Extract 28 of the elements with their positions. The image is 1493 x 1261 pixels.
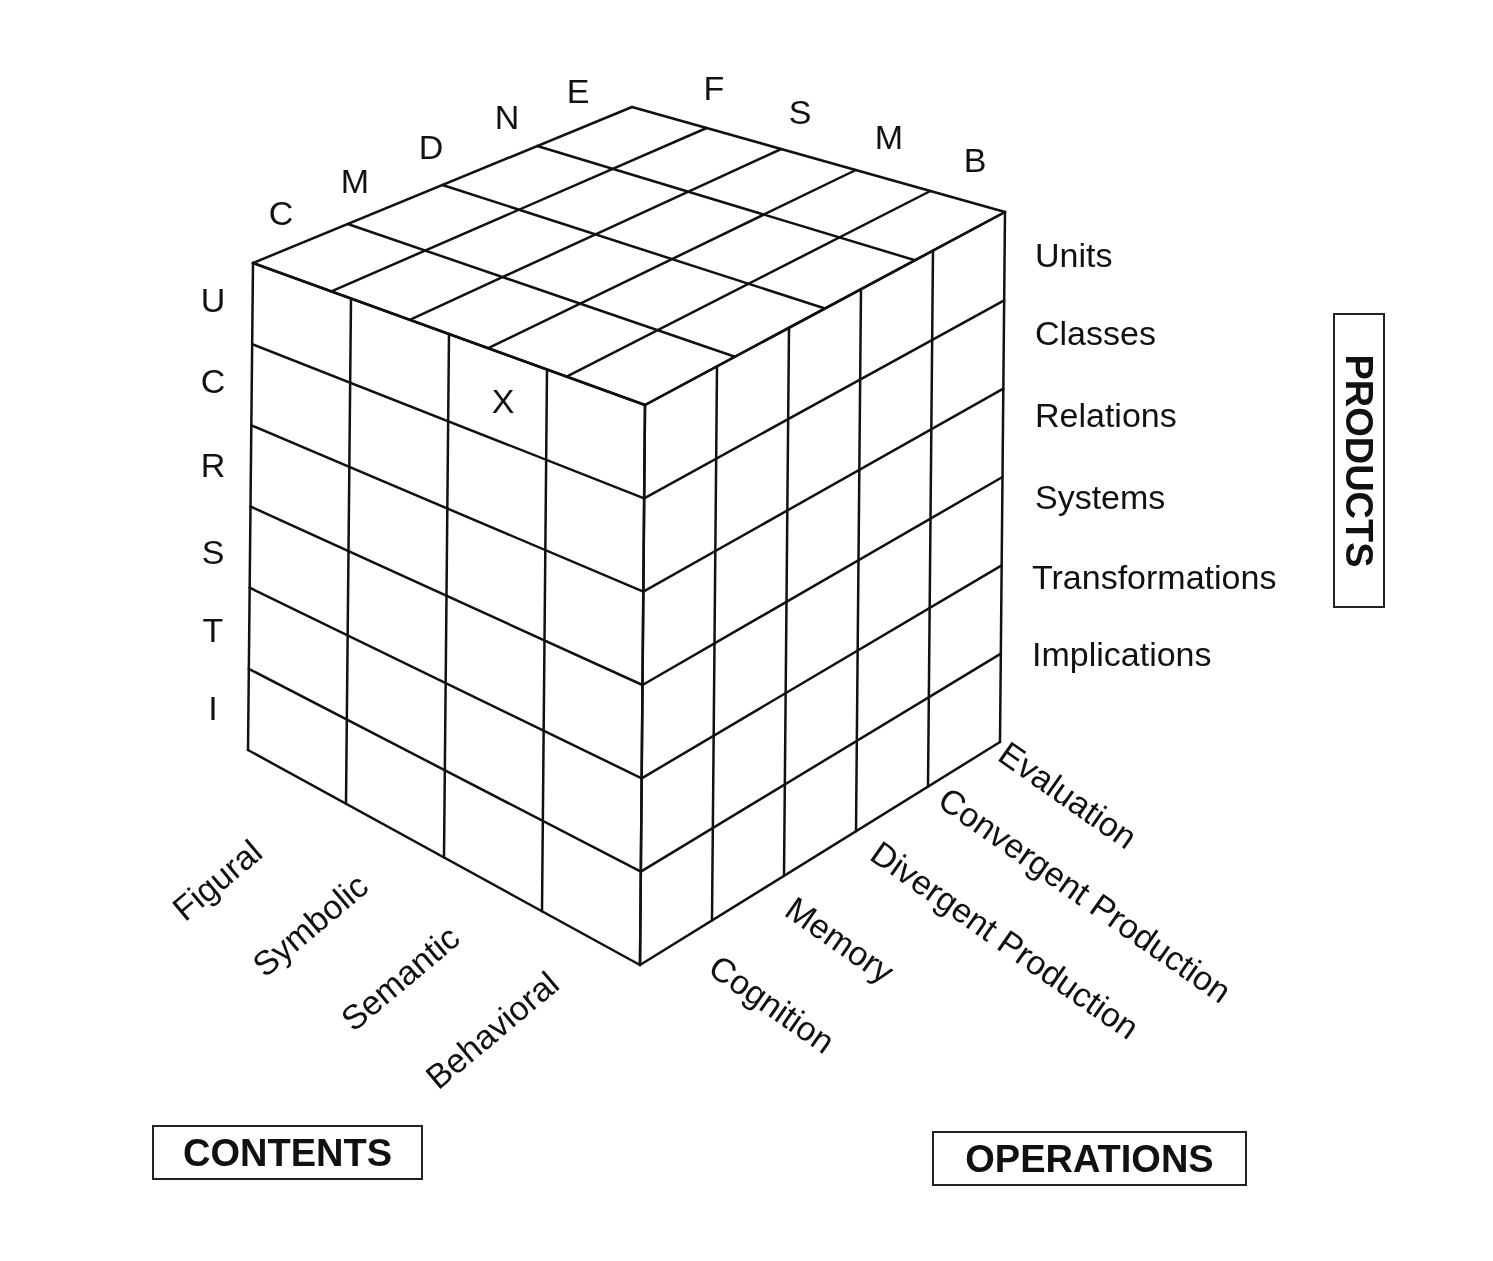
axis-letter: C (268, 196, 294, 230)
axis-letter: B (963, 143, 987, 177)
category-label: Relations (1035, 398, 1177, 432)
axis-title-box (1333, 313, 1385, 608)
axis-letter: S (788, 95, 812, 129)
axis-letter: S (201, 535, 225, 569)
axis-title: CONTENTS (183, 1133, 392, 1172)
axis-letter: T (202, 613, 224, 647)
axis-title: PRODUCTS (1340, 353, 1378, 568)
axis-letter: R (200, 448, 226, 482)
category-label: Units (1035, 238, 1113, 272)
axis-title-box (152, 1125, 423, 1180)
axis-title: OPERATIONS (965, 1139, 1214, 1178)
axis-letter: I (208, 691, 218, 725)
category-label: Classes (1035, 316, 1156, 350)
category-label: Implications (1032, 637, 1212, 671)
axis-letter: C (200, 364, 226, 398)
axis-letter: N (494, 100, 520, 134)
cell-mark: X (491, 384, 515, 418)
category-label: Transformations (1032, 560, 1277, 594)
axis-letter: D (418, 130, 444, 164)
axis-letter: F (703, 71, 725, 105)
axis-letter: M (874, 120, 904, 154)
axis-letter: U (200, 283, 226, 317)
axis-letter: E (566, 74, 590, 108)
category-label: Systems (1035, 480, 1166, 514)
axis-letter: M (340, 164, 370, 198)
axis-title-box (932, 1131, 1247, 1186)
